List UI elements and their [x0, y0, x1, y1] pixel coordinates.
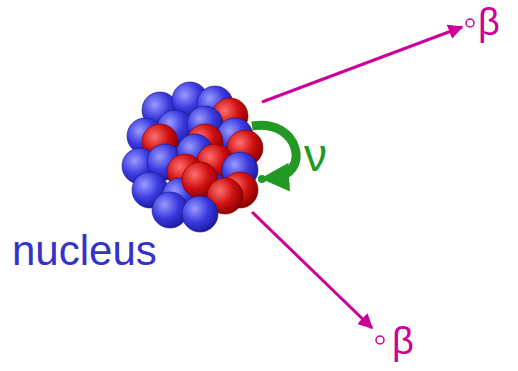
beta-track [262, 27, 462, 102]
neutrino-label: ν [304, 132, 327, 178]
nucleus-cluster [122, 82, 263, 232]
neutron-sphere [182, 196, 218, 232]
neutrino-arrow [252, 125, 296, 178]
beta-particle [376, 336, 384, 344]
beta-label: β [478, 3, 500, 41]
beta-label: β [392, 322, 414, 360]
beta-track [252, 212, 372, 328]
nucleus-label: nucleus [12, 230, 157, 272]
beta-particle [466, 19, 474, 27]
neutrino-dot [258, 175, 266, 183]
